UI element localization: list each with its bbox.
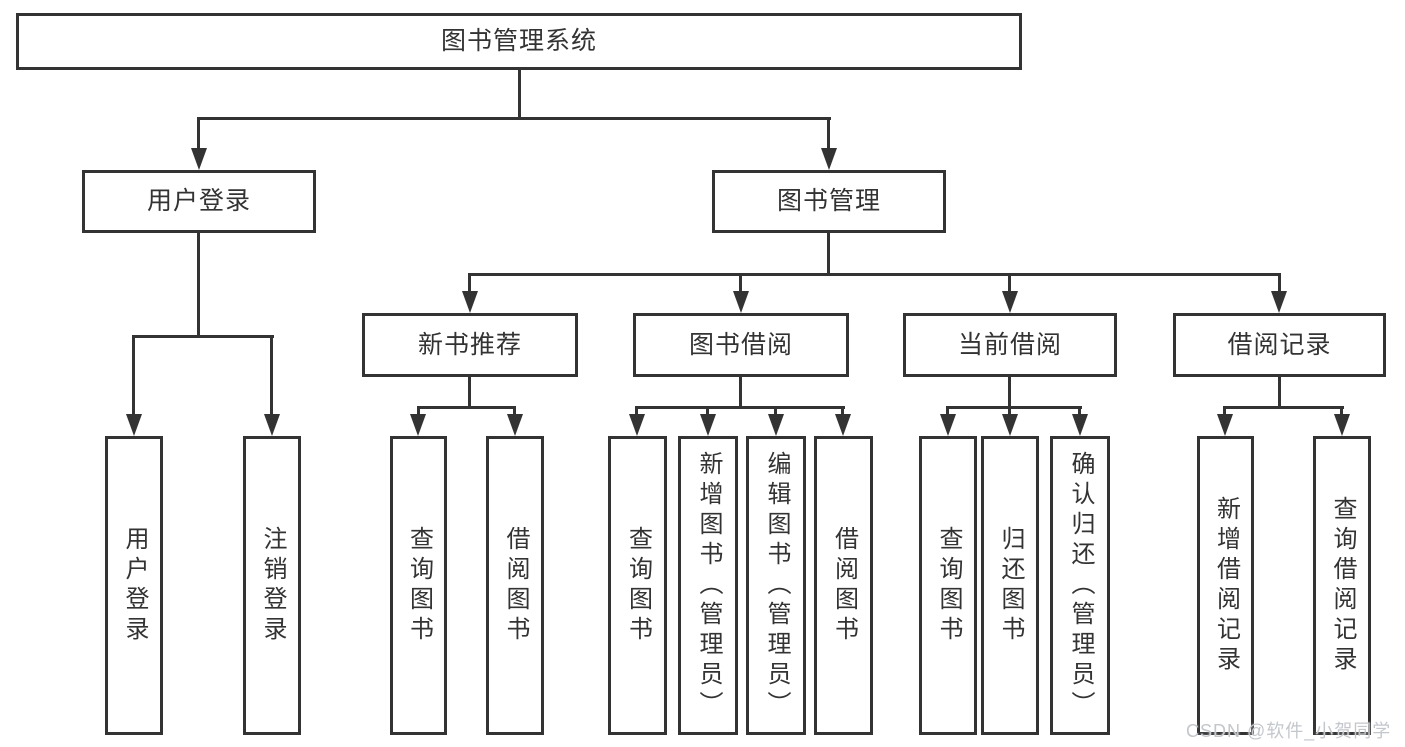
edge-level3-bus <box>468 273 1281 276</box>
edge-to-book-borrowing <box>739 273 742 293</box>
arrowhead-book-borrowing <box>733 291 749 313</box>
node-book-borrowing: 图书借阅 <box>633 313 849 377</box>
arrowhead-leaf-query-recommend <box>410 414 426 436</box>
leaf-edit-book-admin: 编辑图书（管理员） <box>746 436 806 735</box>
node-book-management: 图书管理 <box>712 170 946 233</box>
edge-to-leaf-user-login <box>132 335 135 416</box>
edge-to-leaf-query-borrowing <box>635 406 638 416</box>
leaf-query-book-borrowing: 查询图书 <box>608 436 667 735</box>
edge-new-book-stem <box>468 377 471 409</box>
arrowhead-leaf-query-borrowing <box>629 414 645 436</box>
edge-to-leaf-query-current <box>946 406 949 416</box>
node-new-book-recommend: 新书推荐 <box>362 313 578 377</box>
edge-to-leaf-edit-book <box>774 406 777 416</box>
leaf-logout: 注销登录 <box>243 436 301 735</box>
edge-current-borrowing-bus <box>946 406 1082 409</box>
arrowhead-leaf-logout <box>264 414 280 436</box>
edge-to-leaf-confirm-return <box>1078 406 1081 416</box>
arrowhead-borrowing-records <box>1271 291 1287 313</box>
edge-borrowing-records-stem <box>1278 377 1281 409</box>
edge-to-borrowing-records <box>1278 273 1281 293</box>
node-user-login: 用户登录 <box>82 170 316 233</box>
arrowhead-leaf-add-book <box>700 414 716 436</box>
arrowhead-leaf-query-record <box>1334 414 1350 436</box>
leaf-query-book-current: 查询图书 <box>919 436 977 735</box>
edge-to-user-login <box>197 117 200 150</box>
edge-to-leaf-return-book <box>1008 406 1011 416</box>
leaf-add-borrow-record: 新增借阅记录 <box>1197 436 1254 735</box>
leaf-borrow-book: 借阅图书 <box>814 436 873 735</box>
arrowhead-leaf-user-login <box>126 414 142 436</box>
arrowhead-user-login <box>191 148 207 170</box>
edge-to-new-book <box>468 273 471 293</box>
leaf-return-book: 归还图书 <box>981 436 1039 735</box>
arrowhead-leaf-query-current <box>940 414 956 436</box>
leaf-user-login: 用户登录 <box>105 436 163 735</box>
edge-root-stem <box>518 69 521 120</box>
node-borrowing-records: 借阅记录 <box>1173 313 1386 377</box>
arrowhead-current-borrowing <box>1002 291 1018 313</box>
arrowhead-leaf-borrow-recommend <box>507 414 523 436</box>
watermark: CSDN @软件_小贺同学 <box>1186 721 1392 741</box>
edge-borrowing-records-bus <box>1223 406 1344 409</box>
edge-to-leaf-query-record <box>1340 406 1343 416</box>
edge-to-book-management <box>827 117 830 150</box>
edge-book-borrowing-stem <box>739 377 742 409</box>
edge-current-borrowing-stem <box>1008 377 1011 409</box>
arrowhead-new-book <box>462 291 478 313</box>
leaf-add-book-admin: 新增图书（管理员） <box>678 436 738 735</box>
edge-level2-bus <box>197 117 831 120</box>
node-current-borrowing: 当前借阅 <box>903 313 1117 377</box>
arrowhead-leaf-confirm-return <box>1072 414 1088 436</box>
edge-book-borrowing-bus <box>635 406 845 409</box>
leaf-confirm-return-admin: 确认归还（管理员） <box>1050 436 1110 735</box>
edge-user-login-stem <box>197 233 200 338</box>
edge-to-current-borrowing <box>1008 273 1011 293</box>
edge-book-management-stem <box>827 233 830 275</box>
edge-to-leaf-borrow-recommend <box>513 406 516 416</box>
edge-to-leaf-query-recommend <box>417 406 420 416</box>
arrowhead-leaf-borrow-book <box>835 414 851 436</box>
arrowhead-leaf-return-book <box>1002 414 1018 436</box>
edge-user-login-bus <box>132 335 274 338</box>
leaf-borrow-book-recommend: 借阅图书 <box>486 436 544 735</box>
node-root: 图书管理系统 <box>16 13 1022 70</box>
leaf-query-book-recommend: 查询图书 <box>390 436 447 735</box>
edge-new-book-bus <box>417 406 516 409</box>
arrowhead-leaf-add-record <box>1217 414 1233 436</box>
edge-to-leaf-logout <box>270 335 273 416</box>
edge-to-leaf-add-record <box>1223 406 1226 416</box>
leaf-query-borrow-record: 查询借阅记录 <box>1313 436 1371 735</box>
arrowhead-book-management <box>821 148 837 170</box>
arrowhead-leaf-edit-book <box>768 414 784 436</box>
edge-to-leaf-borrow-book <box>841 406 844 416</box>
edge-to-leaf-add-book <box>706 406 709 416</box>
